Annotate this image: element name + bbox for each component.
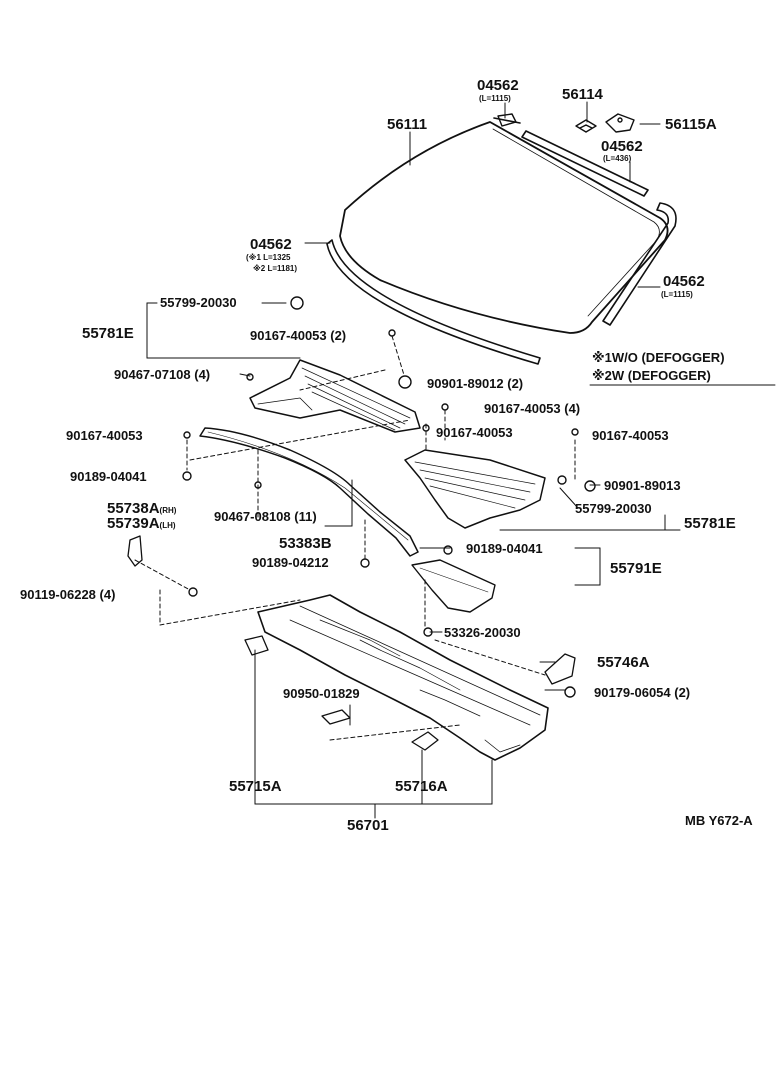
label-90167-40053-4: 90167-40053 (4) — [484, 401, 581, 416]
label-56701: 56701 — [347, 817, 389, 834]
label-55781E-a: 55781E — [82, 325, 134, 342]
label-04562-left-length-1: (※1 L=1325 — [246, 253, 291, 262]
cowl-seal-55791E — [411, 559, 496, 613]
label-04562-left-length-2: ※2 L=1181) — [253, 264, 298, 273]
label-90189-04041-b: 90189-04041 — [466, 541, 543, 556]
catalog-code: MB Y672-A — [685, 813, 753, 828]
bracket-55746A — [544, 653, 576, 685]
clip-56114 — [575, 119, 597, 133]
fasteners — [182, 296, 596, 637]
label-55746A: 55746A — [597, 654, 650, 671]
label-53383B: 53383B — [279, 535, 332, 552]
legend-note-1: ※1W/O (DEFOGGER) — [592, 350, 725, 365]
label-90901-89012: 90901-89012 (2) — [427, 376, 524, 391]
label-90167-40053-mid: 90167-40053 — [436, 425, 513, 440]
label-55799-20030-b: 55799-20030 — [575, 501, 652, 516]
label-56115A: 56115A — [665, 116, 717, 133]
bracket-55738A-55739A — [127, 535, 143, 567]
label-90179-06054: 90179-06054 (2) — [594, 685, 691, 700]
label-04562-mid: 04562 — [601, 138, 643, 155]
label-90950-01829: 90950-01829 — [283, 686, 360, 701]
label-55738A: 55738A(RH) — [107, 500, 177, 517]
label-55716A: 55716A — [395, 778, 448, 795]
nut-90179-06054 — [564, 686, 576, 698]
moulding-end-04562-top — [497, 113, 517, 127]
label-90467-08108: 90467-08108 (11) — [214, 509, 317, 524]
plug-90950-01829 — [321, 709, 351, 725]
label-90119-06228: 90119-06228 (4) — [20, 587, 116, 602]
cowl-panel-56701 — [257, 594, 549, 761]
moulding-strips-04562 — [326, 117, 677, 365]
label-56114: 56114 — [562, 86, 603, 103]
label-04562-mid-length: (L=436) — [603, 154, 632, 163]
label-90189-04212: 90189-04212 — [252, 555, 329, 570]
label-90167-40053-right: 90167-40053 — [592, 428, 669, 443]
label-55739A-suffix: (LH) — [159, 521, 176, 530]
label-56111: 56111 — [387, 116, 428, 133]
label-04562-top: 04562 — [477, 77, 519, 94]
label-04562-right-length: (L=1115) — [661, 290, 693, 299]
label-90467-07108: 90467-07108 (4) — [114, 367, 211, 382]
label-53326-20030: 53326-20030 — [444, 625, 521, 640]
label-55799-20030-a: 55799-20030 — [160, 295, 237, 310]
leader-lines — [134, 101, 681, 819]
label-04562-right: 04562 — [663, 273, 705, 290]
label-90901-89013: 90901-89013 — [604, 478, 681, 493]
bracket-55715A — [244, 635, 269, 656]
cowl-weatherstrip-53383B — [199, 427, 419, 557]
cowl-ventilator-louver-55781E-right — [404, 449, 546, 529]
label-90189-04041-a: 90189-04041 — [70, 469, 147, 484]
label-55715A: 55715A — [229, 778, 282, 795]
cowl-ventilator-louver-55781E-left — [249, 359, 421, 433]
clip-56115A — [605, 113, 635, 133]
label-04562-top-length: (L=1115) — [479, 94, 511, 103]
label-55739A: 55739A(LH) — [107, 515, 176, 532]
label-55781E-b: 55781E — [684, 515, 736, 532]
bracket-55716A — [411, 731, 439, 751]
label-55791E: 55791E — [610, 560, 662, 577]
label-55738A-suffix: (RH) — [159, 506, 177, 515]
label-90167-40053-2: 90167-40053 (2) — [250, 328, 347, 343]
legend-note-2: ※2W (DEFOGGER) — [592, 368, 711, 383]
label-90167-40053-left: 90167-40053 — [66, 428, 143, 443]
label-04562-left: 04562 — [250, 236, 292, 253]
